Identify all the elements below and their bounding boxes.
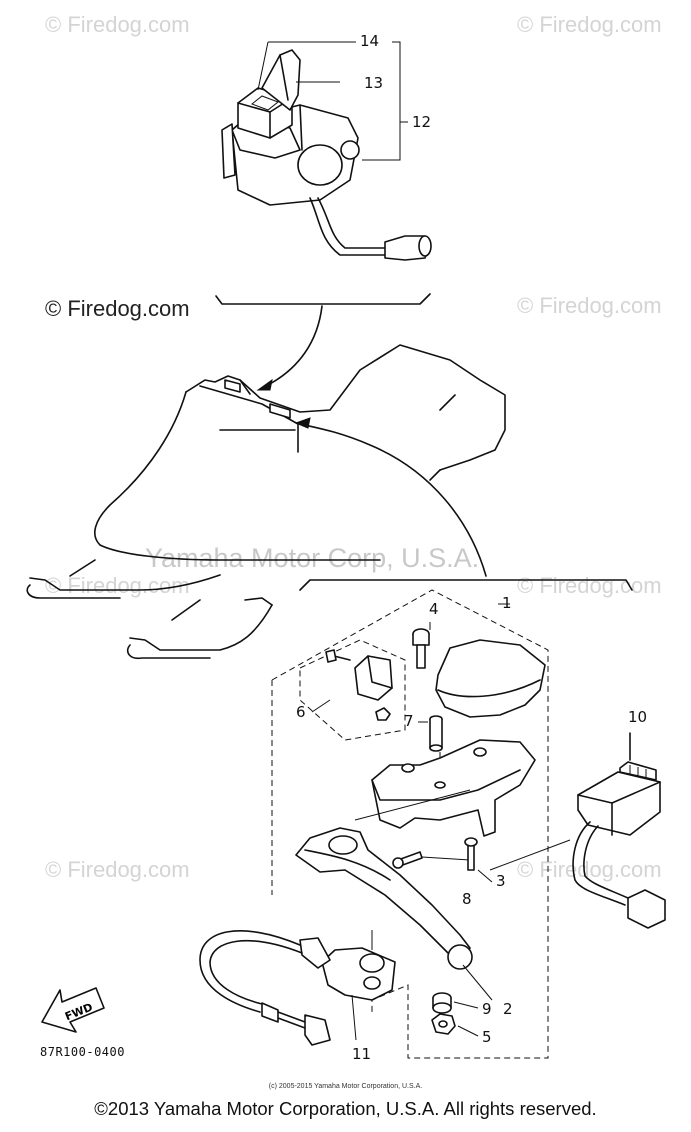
callout-9: 9 (482, 1000, 492, 1018)
callout-1: 1 (502, 594, 512, 612)
part-2-lever (295, 789, 473, 970)
callout-2: 2 (503, 1000, 513, 1018)
watermark: © Firedog.com (45, 296, 190, 321)
part-10-controller (489, 732, 666, 929)
callout-5: 5 (482, 1028, 492, 1046)
part-4-bolt (412, 628, 430, 669)
center-watermark: Yamaha Motor Corp, U.S.A. (145, 543, 480, 573)
callout-10: 10 (628, 708, 648, 726)
callout-6: 6 (296, 703, 306, 721)
watermark: © Firedog.com (45, 12, 190, 37)
watermark: © Firedog.com (45, 857, 190, 882)
part-code: 87R100-0400 (40, 1045, 125, 1059)
part-9-collar (432, 992, 452, 1014)
part-6-block (325, 649, 393, 721)
watermark: © Firedog.com (517, 857, 662, 882)
callout-12: 12 (412, 113, 432, 131)
snowmobile-hood (26, 344, 506, 660)
callout-14: 14 (360, 32, 380, 50)
watermark: © Firedog.com (517, 12, 662, 37)
small-copyright: (c) 2005-2015 Yamaha Motor Corporation, … (268, 1083, 423, 1090)
callout-7: 7 (404, 712, 414, 730)
fwd-arrow-icon: FWD (41, 987, 105, 1033)
callout-13: 13 (364, 74, 384, 92)
part-1-cover (435, 639, 546, 718)
part-11-switch (199, 930, 396, 1046)
lever-bracket (371, 739, 536, 837)
watermark: © Firedog.com (517, 293, 662, 318)
part-12-handle-unit (221, 49, 432, 261)
copyright-notice: ©2013 Yamaha Motor Corporation, U.S.A. A… (94, 1098, 597, 1119)
callout-3: 3 (496, 872, 506, 890)
part-5-nut (431, 1013, 456, 1035)
callout-8: 8 (462, 890, 472, 908)
watermark: © Firedog.com (45, 573, 190, 598)
watermark: © Firedog.com (517, 573, 662, 598)
callout-11: 11 (352, 1045, 372, 1063)
callout-4: 4 (429, 600, 439, 618)
